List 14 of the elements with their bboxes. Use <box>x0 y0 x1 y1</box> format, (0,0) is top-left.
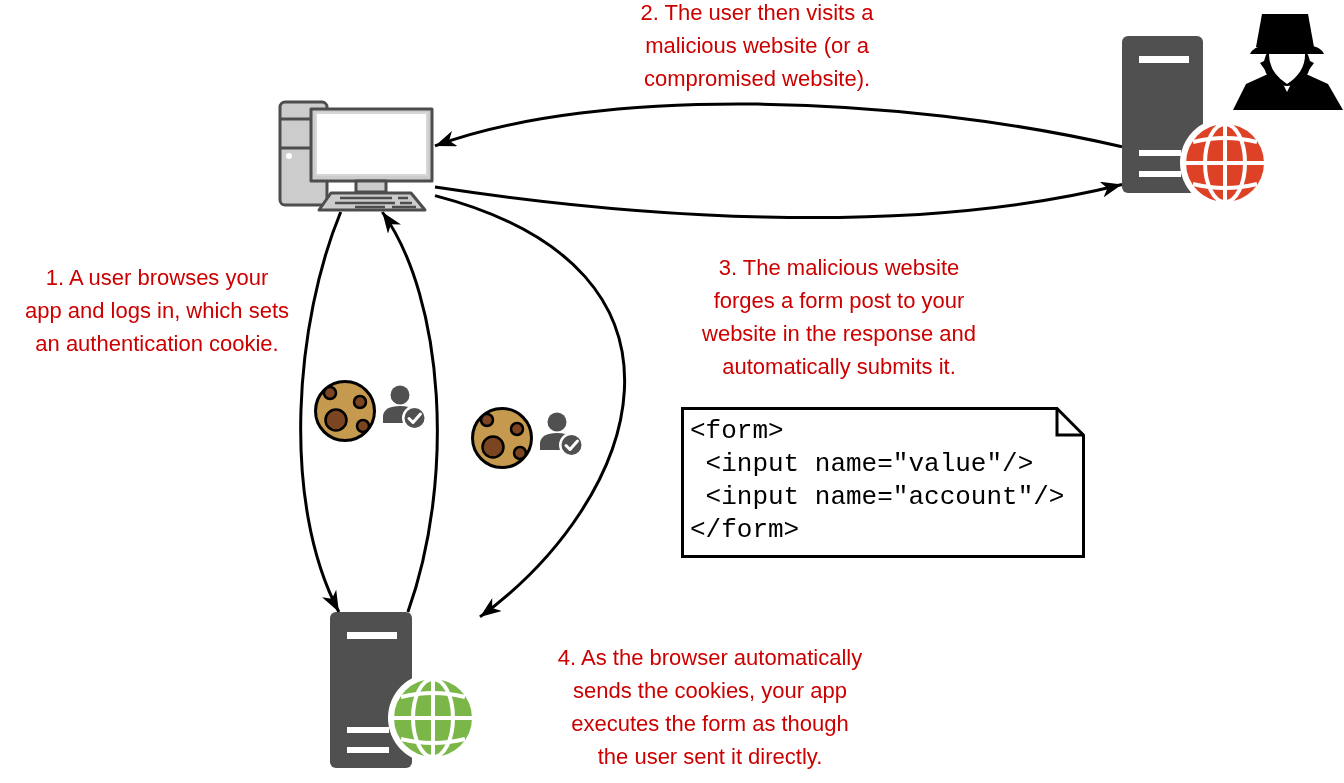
code-line: </form> <box>690 514 800 547</box>
curved-arrow <box>381 211 439 613</box>
step-note: 4. As the browser automatically sends the cookies, your app executes the form as though the user sent it directly. <box>556 644 864 771</box>
curved-arrow <box>434 102 1123 149</box>
code-line: <input name="value"/> <box>705 448 1034 481</box>
curved-arrow <box>299 211 343 613</box>
curved-arrow <box>434 181 1123 220</box>
code-line: <input name="account"/> <box>705 481 1065 514</box>
step-note: 1. A user browses your app and logs in, which sets an authentication cookie. <box>23 264 291 358</box>
desktop-computer-illustration <box>278 100 435 212</box>
step-note: 3. The malicious website forges a form post to your website in the response and automatically submits it. <box>701 254 977 381</box>
curved-arrow <box>434 194 626 619</box>
step-note: 2. The user then visits a malicious website (or a compromised website). <box>639 0 875 93</box>
code-line: <form> <box>690 415 784 448</box>
